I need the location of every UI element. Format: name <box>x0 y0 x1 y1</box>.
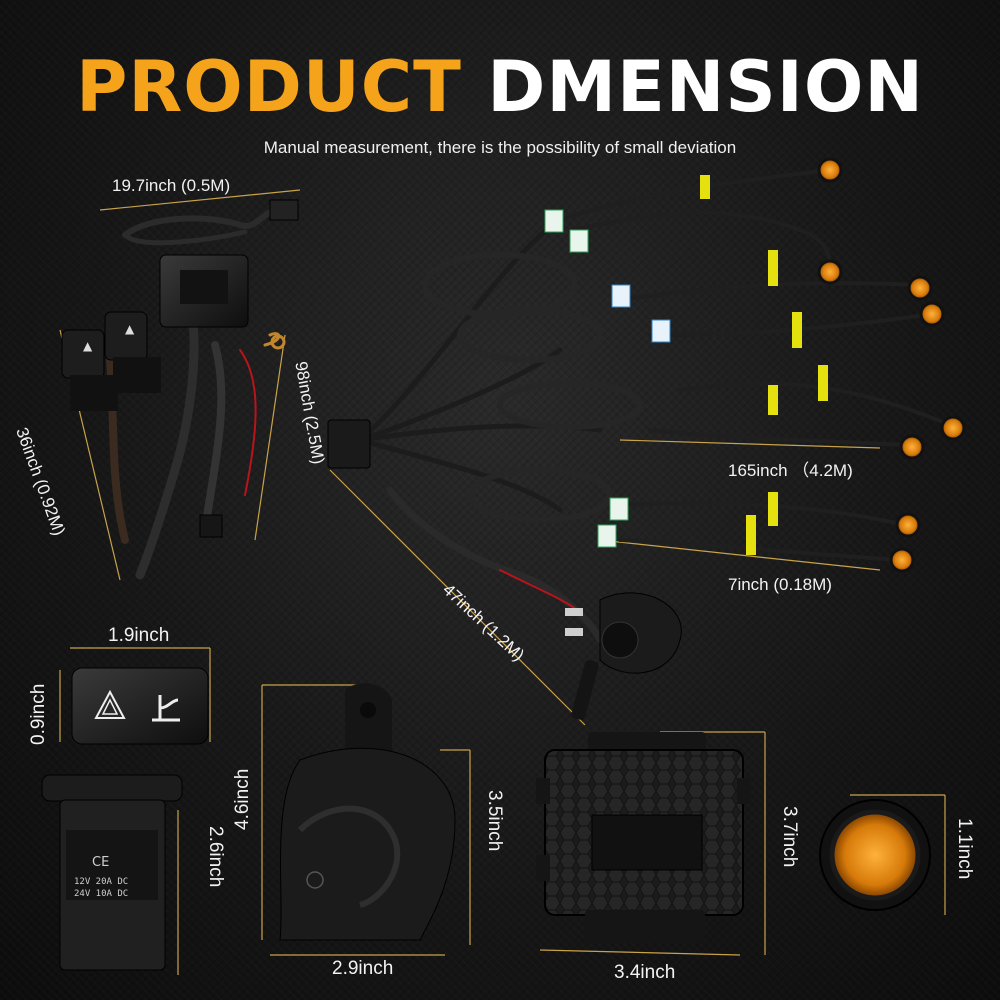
dim-switch-height: 0.9inch <box>28 683 49 745</box>
dim-light-diameter: 1.1inch <box>954 818 975 880</box>
wire-tags <box>544 175 828 555</box>
small-marker-lights <box>817 157 966 573</box>
svg-text:24V 10A DC: 24V 10A DC <box>74 889 128 899</box>
dim-horn-depth: 3.5inch <box>484 790 505 852</box>
subtitle: Manual measurement, there is the possibi… <box>263 138 737 157</box>
title-part-1: PRODUCT <box>76 46 462 128</box>
rocker-switches: ▲ ▲ <box>61 311 161 411</box>
control-box <box>536 732 751 942</box>
dim-horn-height: 4.6inch <box>232 768 253 830</box>
large-horn <box>279 683 456 941</box>
dim-light-lead-length: 7inch (0.18M) <box>728 575 832 594</box>
page-title: PRODUCT DMENSION <box>0 52 1000 122</box>
svg-text:12V 20A DC: 12V 20A DC <box>74 877 128 887</box>
dim-horn-width: 2.9inch <box>332 958 394 979</box>
dim-switch-harness-length: 19.7inch (0.5M) <box>112 176 231 195</box>
dim-switch-depth: 2.6inch <box>205 826 226 888</box>
large-marker-light <box>819 799 931 911</box>
title-part-2: DMENSION <box>487 46 924 128</box>
rocker-switch-side: CE 12V 20A DC 24V 10A DC <box>41 774 183 971</box>
dim-box-height: 3.7inch <box>779 806 800 868</box>
rocker-switch-front <box>71 667 209 745</box>
connector <box>327 419 371 469</box>
svg-text:▲: ▲ <box>83 339 93 353</box>
dim-switch-width: 1.9inch <box>108 625 170 646</box>
svg-text:▲: ▲ <box>125 322 135 336</box>
small-horn <box>565 592 682 720</box>
dim-light-harness-length: 165inch （4.2M) <box>728 461 853 480</box>
light-harness <box>357 168 952 644</box>
dim-box-width: 3.4inch <box>614 962 676 983</box>
dimension-lines <box>59 189 946 975</box>
svg-text:CE: CE <box>92 855 109 870</box>
